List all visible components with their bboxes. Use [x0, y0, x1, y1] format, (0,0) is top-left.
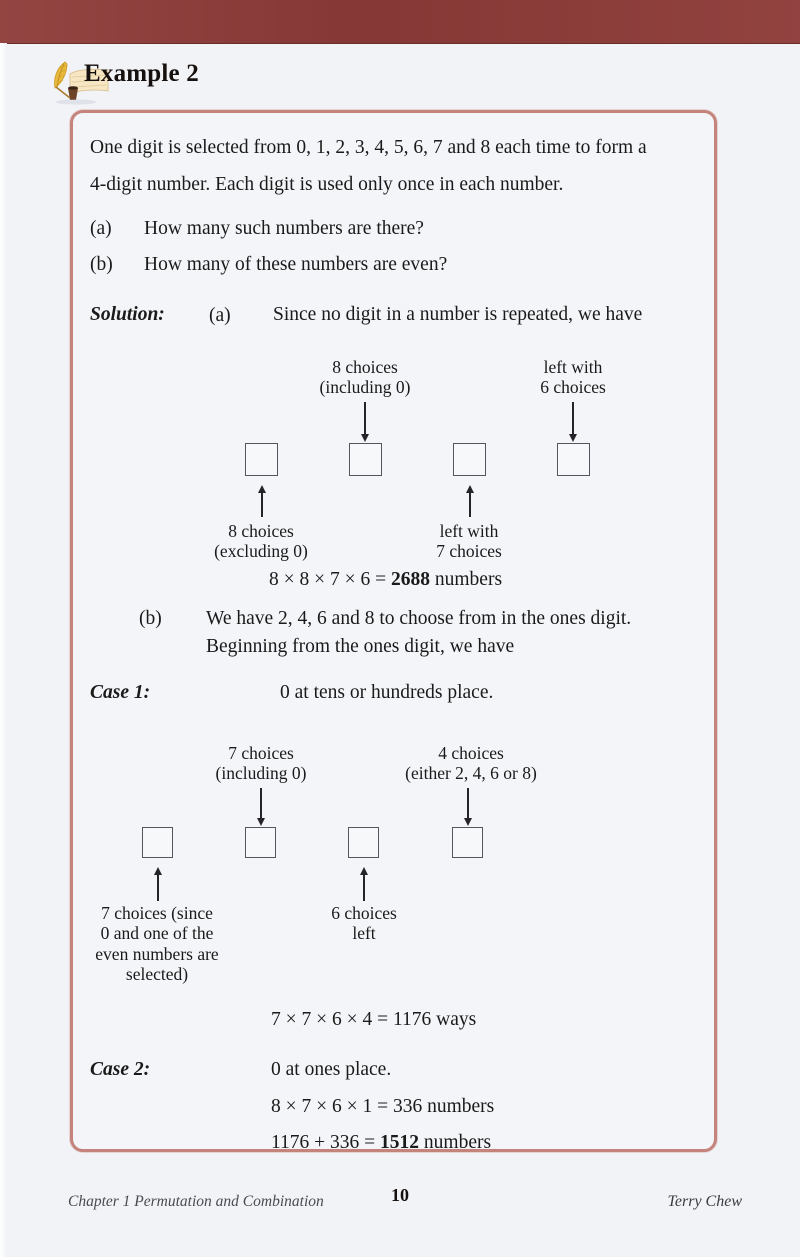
diagram2-bottom-caption-box1: 7 choices (since 0 and one of the even n…	[95, 903, 219, 984]
diagram2-arrow-up-box1-head	[153, 867, 162, 875]
diagram1-digit-box-4	[557, 443, 590, 476]
diagram2-arrow-up-box1-shaft	[157, 875, 159, 901]
solution-part-a-label: (a)	[209, 305, 231, 326]
diagram2-arrow-down-box4-head	[463, 818, 472, 826]
diagram1-arrow-down-box2-head	[360, 434, 369, 442]
question-a-text: How many such numbers are there?	[144, 218, 424, 239]
footer-page-number: 10	[391, 1185, 409, 1205]
diagram1-top-caption-box4: left with 6 choices	[540, 357, 606, 398]
diagram1-arrow-up-box3-shaft	[469, 493, 471, 517]
case1-text: 0 at tens or hundreds place.	[280, 682, 494, 703]
quill-pen-scroll-icon	[54, 61, 109, 105]
diagram2-arrow-down-box2-shaft	[260, 788, 262, 820]
diagram1-arrow-down-box4-shaft	[572, 402, 574, 436]
case2-equation-2-head: 1176 + 336 =	[271, 1132, 381, 1153]
diagram1-bottom-caption-box1: 8 choices (excluding 0)	[214, 521, 308, 562]
diagram2-arrow-down-box2-head	[256, 818, 265, 826]
diagram2-arrow-up-box3-shaft	[363, 875, 365, 901]
case2-equation-2: 1176 + 336 = 1512 numbers	[271, 1132, 491, 1154]
case2-label: Case 2:	[90, 1059, 151, 1080]
diagram1-arrow-down-box4-head	[568, 434, 577, 442]
diagram1-equation-head: 8 × 8 × 7 × 6 =	[269, 569, 391, 590]
book-top-band	[0, 0, 800, 44]
problem-line-1: One digit is selected from 0, 1, 2, 3, 4…	[90, 137, 647, 158]
problem-line-2: 4-digit number. Each digit is used only …	[90, 174, 564, 195]
diagram2-arrow-up-box3-head	[359, 867, 368, 875]
solution-label: Solution:	[90, 304, 165, 325]
case2-equation-1: 8 × 7 × 6 × 1 = 336 numbers	[271, 1096, 495, 1117]
page-left-margin	[0, 43, 7, 1257]
diagram1-equation-result: 2688	[391, 569, 430, 590]
diagram1-equation-tail: numbers	[430, 569, 503, 590]
solution-part-b-line-2: Beginning from the ones digit, we have	[206, 636, 515, 657]
page-footer: Chapter 1 Permutation and Combination 10…	[0, 1185, 800, 1225]
diagram2-digit-box-2	[245, 827, 276, 858]
diagram2-digit-box-4	[452, 827, 483, 858]
diagram1-equation: 8 × 8 × 7 × 6 = 2688 numbers	[269, 569, 502, 591]
page-title: Example 2	[84, 60, 199, 87]
diagram2-top-caption-box2: 7 choices (including 0)	[215, 743, 307, 784]
case2-text: 0 at ones place.	[271, 1059, 392, 1080]
footer-chapter: Chapter 1 Permutation and Combination	[68, 1193, 324, 1210]
question-b-label: (b)	[90, 254, 113, 275]
diagram1-arrow-up-box1-head	[257, 485, 266, 493]
diagram2-bottom-caption-box3: 6 choices left	[331, 903, 397, 944]
solution-part-a-text: Since no digit in a number is repeated, …	[273, 304, 643, 325]
diagram1-digit-box-1	[245, 443, 278, 476]
case2-equation-2-tail: numbers	[419, 1132, 492, 1153]
question-a-label: (a)	[90, 218, 112, 239]
solution-part-b-label: (b)	[139, 608, 162, 629]
page-header: Example 2	[48, 56, 728, 108]
case1-equation: 7 × 7 × 6 × 4 = 1176 ways	[271, 1009, 477, 1030]
content-panel: One digit is selected from 0, 1, 2, 3, 4…	[70, 110, 717, 1154]
diagram1-digit-box-2	[349, 443, 382, 476]
diagram1-top-caption-box2: 8 choices (including 0)	[319, 357, 411, 398]
diagram2-arrow-down-box4-shaft	[467, 788, 469, 820]
diagram2-top-caption-box4: 4 choices (either 2, 4, 6 or 8)	[405, 743, 537, 784]
diagram1-arrow-up-box1-shaft	[261, 493, 263, 517]
case2-equation-2-result: 1512	[380, 1132, 420, 1153]
question-b-text: How many of these numbers are even?	[144, 254, 448, 275]
diagram1-bottom-caption-box3: left with 7 choices	[436, 521, 502, 562]
case1-label: Case 1:	[90, 682, 151, 703]
diagram2-digit-box-1	[142, 827, 173, 858]
diagram1-arrow-up-box3-head	[465, 485, 474, 493]
diagram1-digit-box-3	[453, 443, 486, 476]
diagram1-arrow-down-box2-shaft	[364, 402, 366, 436]
diagram2-digit-box-3	[348, 827, 379, 858]
footer-author: Terry Chew	[667, 1193, 742, 1210]
solution-part-b-line-1: We have 2, 4, 6 and 8 to choose from in …	[206, 608, 632, 629]
